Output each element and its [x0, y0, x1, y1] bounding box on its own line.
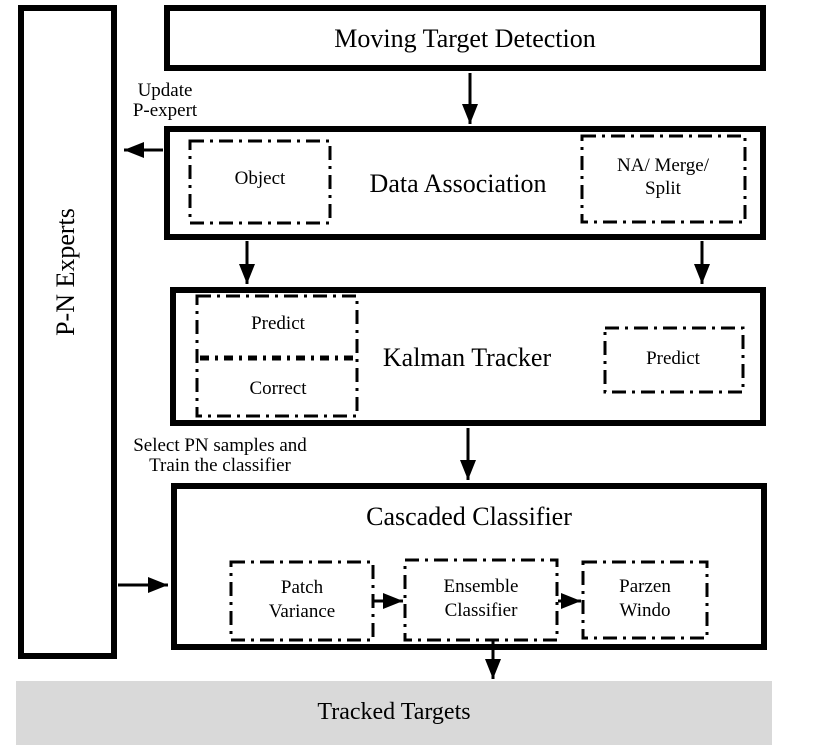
- select-pn-samples-annotation: Select PN samples and Train the classifi…: [133, 436, 307, 476]
- correct-label: Correct: [249, 378, 307, 399]
- moving-target-detection-box: [164, 5, 766, 71]
- tracked-targets-bar: [16, 681, 772, 745]
- ensemble-classifier-label: Ensemble Classifier: [444, 575, 519, 623]
- patch-variance-line: Patch: [280, 577, 324, 598]
- moving-target-detection-title: Moving Target Detection: [334, 24, 596, 53]
- patch-variance-label: Patch Variance: [269, 576, 335, 624]
- ensemble-classifier-line: Classifier: [444, 600, 518, 621]
- annotation-line: Update: [137, 80, 193, 101]
- parzen-window-line: Windo: [619, 600, 671, 621]
- na-merge-split-line: Split: [645, 178, 681, 199]
- patch-variance-line: Variance: [268, 601, 336, 622]
- ensemble-classifier-line: Ensemble: [443, 576, 519, 597]
- pn-experts-box: [18, 5, 117, 659]
- annotation-line: Train the classifier: [149, 455, 291, 476]
- annotation-line: Select PN samples and: [133, 435, 307, 456]
- na-merge-split-label: NA/ Merge/ Split: [617, 154, 709, 200]
- data-association-title: Data Association: [369, 169, 547, 198]
- tracked-targets-title: Tracked Targets: [317, 699, 471, 725]
- object-label: Object: [234, 168, 286, 189]
- predict-label: Predict: [251, 313, 305, 334]
- parzen-window-line: Parzen: [619, 576, 671, 597]
- cascaded-classifier-title: Cascaded Classifier: [366, 502, 572, 531]
- parzen-window-label: Parzen Windo: [619, 575, 671, 623]
- predict-right-label: Predict: [646, 348, 700, 369]
- na-merge-split-line: NA/ Merge/: [617, 155, 709, 176]
- update-p-expert-annotation: Update P-expert: [133, 81, 197, 121]
- pn-experts-label: P-N Experts: [51, 208, 80, 336]
- kalman-tracker-title: Kalman Tracker: [382, 343, 552, 372]
- annotation-line: P-expert: [132, 100, 198, 121]
